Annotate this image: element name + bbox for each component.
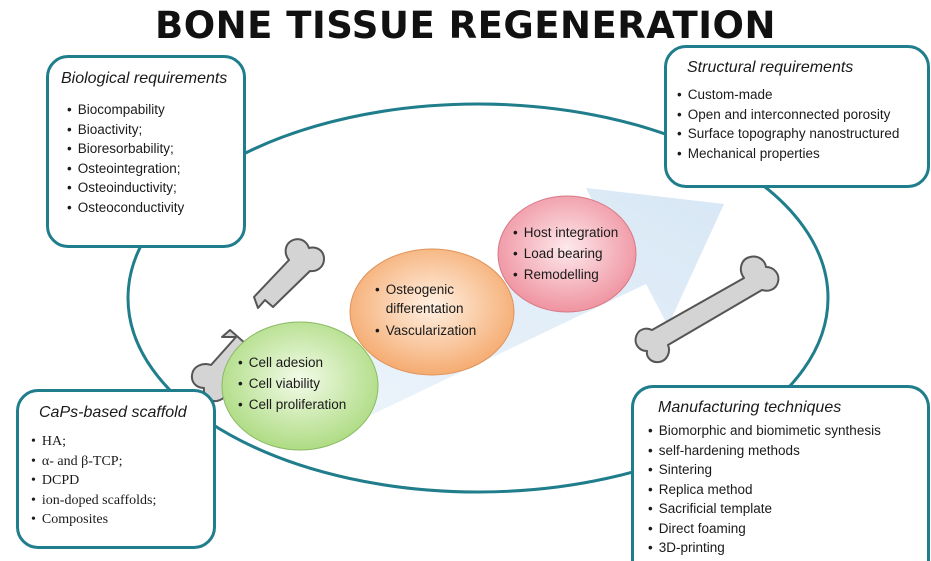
list-item: Osteogenic differentation [375,280,500,318]
list-item: Osteoconductivity [67,198,233,218]
list-item: HA; [31,432,205,452]
list-item: Bioresorbability; [67,139,233,159]
list-item: Sintering [648,460,921,480]
stage2-text: Osteogenic differentation Vascularizatio… [375,280,500,340]
stage3-text: Host integration Load bearing Remodellin… [513,222,633,285]
box-heading: Structural requirements [677,59,921,77]
caps-scaffold-box: CaPs-based scaffold HA; α- and β-TCP; DC… [16,389,216,549]
manufacturing-techniques-box: Manufacturing techniques Biomorphic and … [631,385,930,561]
list-item: self-hardening methods [648,441,921,461]
stage1-text: Cell adesion Cell viability Cell prolife… [238,352,368,415]
list-item: Custom-made [677,85,921,105]
list-item: Surface topography nanostructured [677,124,921,144]
list-item: Replica method [648,480,921,500]
list-item: Biocompability [67,100,233,120]
list-item: Direct foaming [648,519,921,539]
list-item: 3D-printing [648,538,921,558]
box-heading: CaPs-based scaffold [31,404,205,422]
list-item: Osteoinductivity; [67,178,233,198]
list-item: Biomorphic and biomimetic synthesis [648,421,921,441]
list-item: Cell viability [238,373,368,394]
list-item: Open and interconnected porosity [677,105,921,125]
list-item: Sacrificial template [648,499,921,519]
list-item: Vascularization [375,321,500,340]
list-item: DCPD [31,471,205,491]
list-item: Composites [31,510,205,530]
list-item: Mechanical properties [677,144,921,164]
box-heading: Biological requirements [61,70,233,88]
list-item: Load bearing [513,243,633,264]
structural-requirements-box: Structural requirements Custom-made Open… [664,45,930,188]
list-item: Osteointegration; [67,159,233,179]
box-heading: Manufacturing techniques [648,399,921,417]
list-item: Cell proliferation [238,394,368,415]
list-item: Host integration [513,222,633,243]
biological-requirements-box: Biological requirements Biocompability B… [46,55,246,248]
list-item: Cell adesion [238,352,368,373]
list-item: α- and β-TCP; [31,452,205,472]
list-item: ion-doped scaffolds; [31,491,205,511]
list-item: Bioactivity; [67,120,233,140]
list-item: Remodelling [513,264,633,285]
